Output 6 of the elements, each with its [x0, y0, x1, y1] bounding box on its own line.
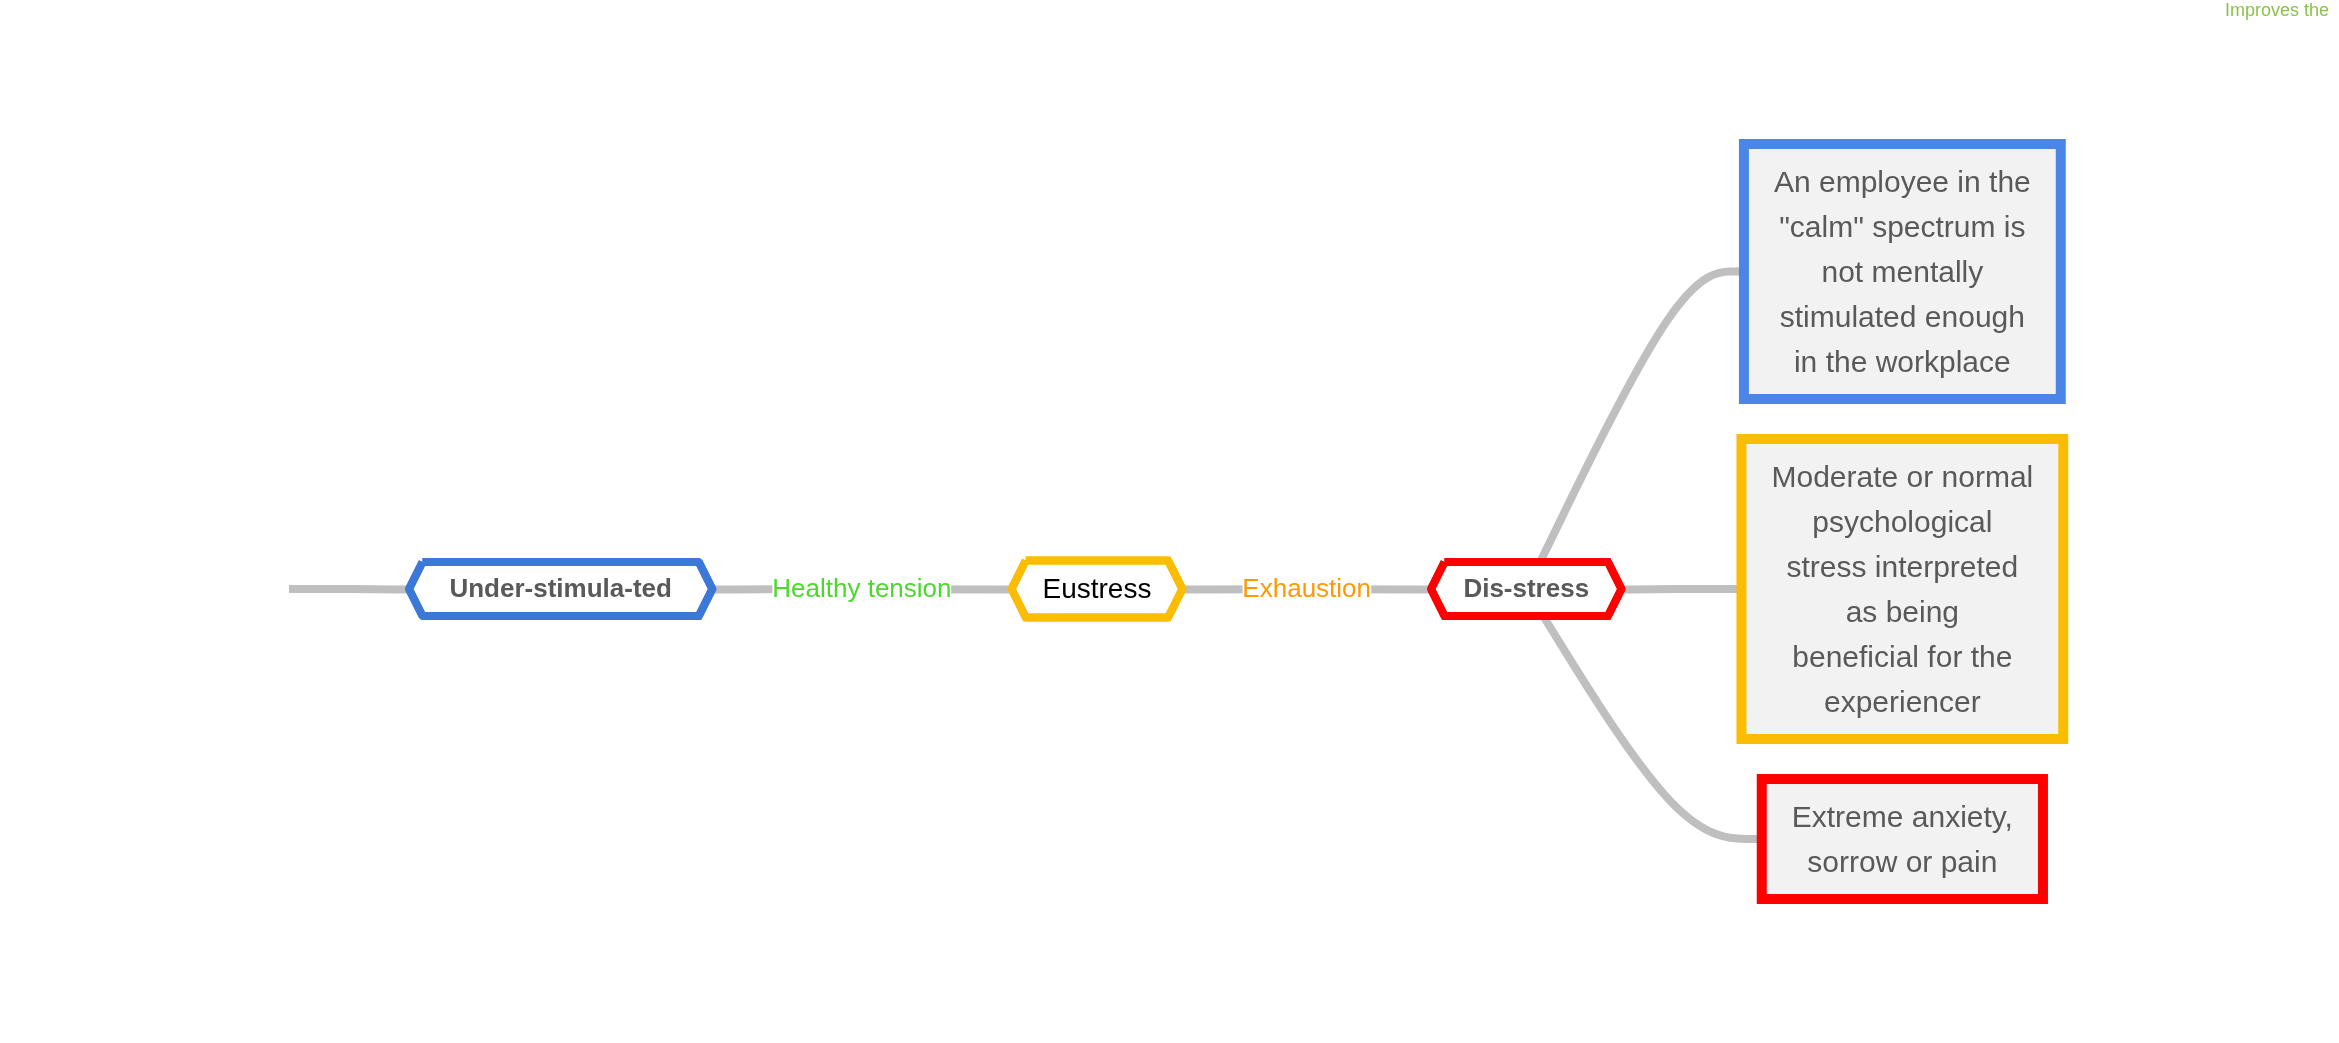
edge-label: Exhaustion [1242, 573, 1372, 604]
edge-label: Healthy tension [772, 573, 952, 604]
note-text: Improves the [2224, 0, 2329, 20]
node-box: An employee in the "calm" spectrum is not mentally stimulated enough in the workplace [1739, 139, 2067, 404]
node-box: Extreme anxiety, sorrow or pain [1757, 774, 2049, 904]
node-box: Moderate or normal psychological stress interpreted as being beneficial for the experiencer [1736, 434, 2069, 744]
